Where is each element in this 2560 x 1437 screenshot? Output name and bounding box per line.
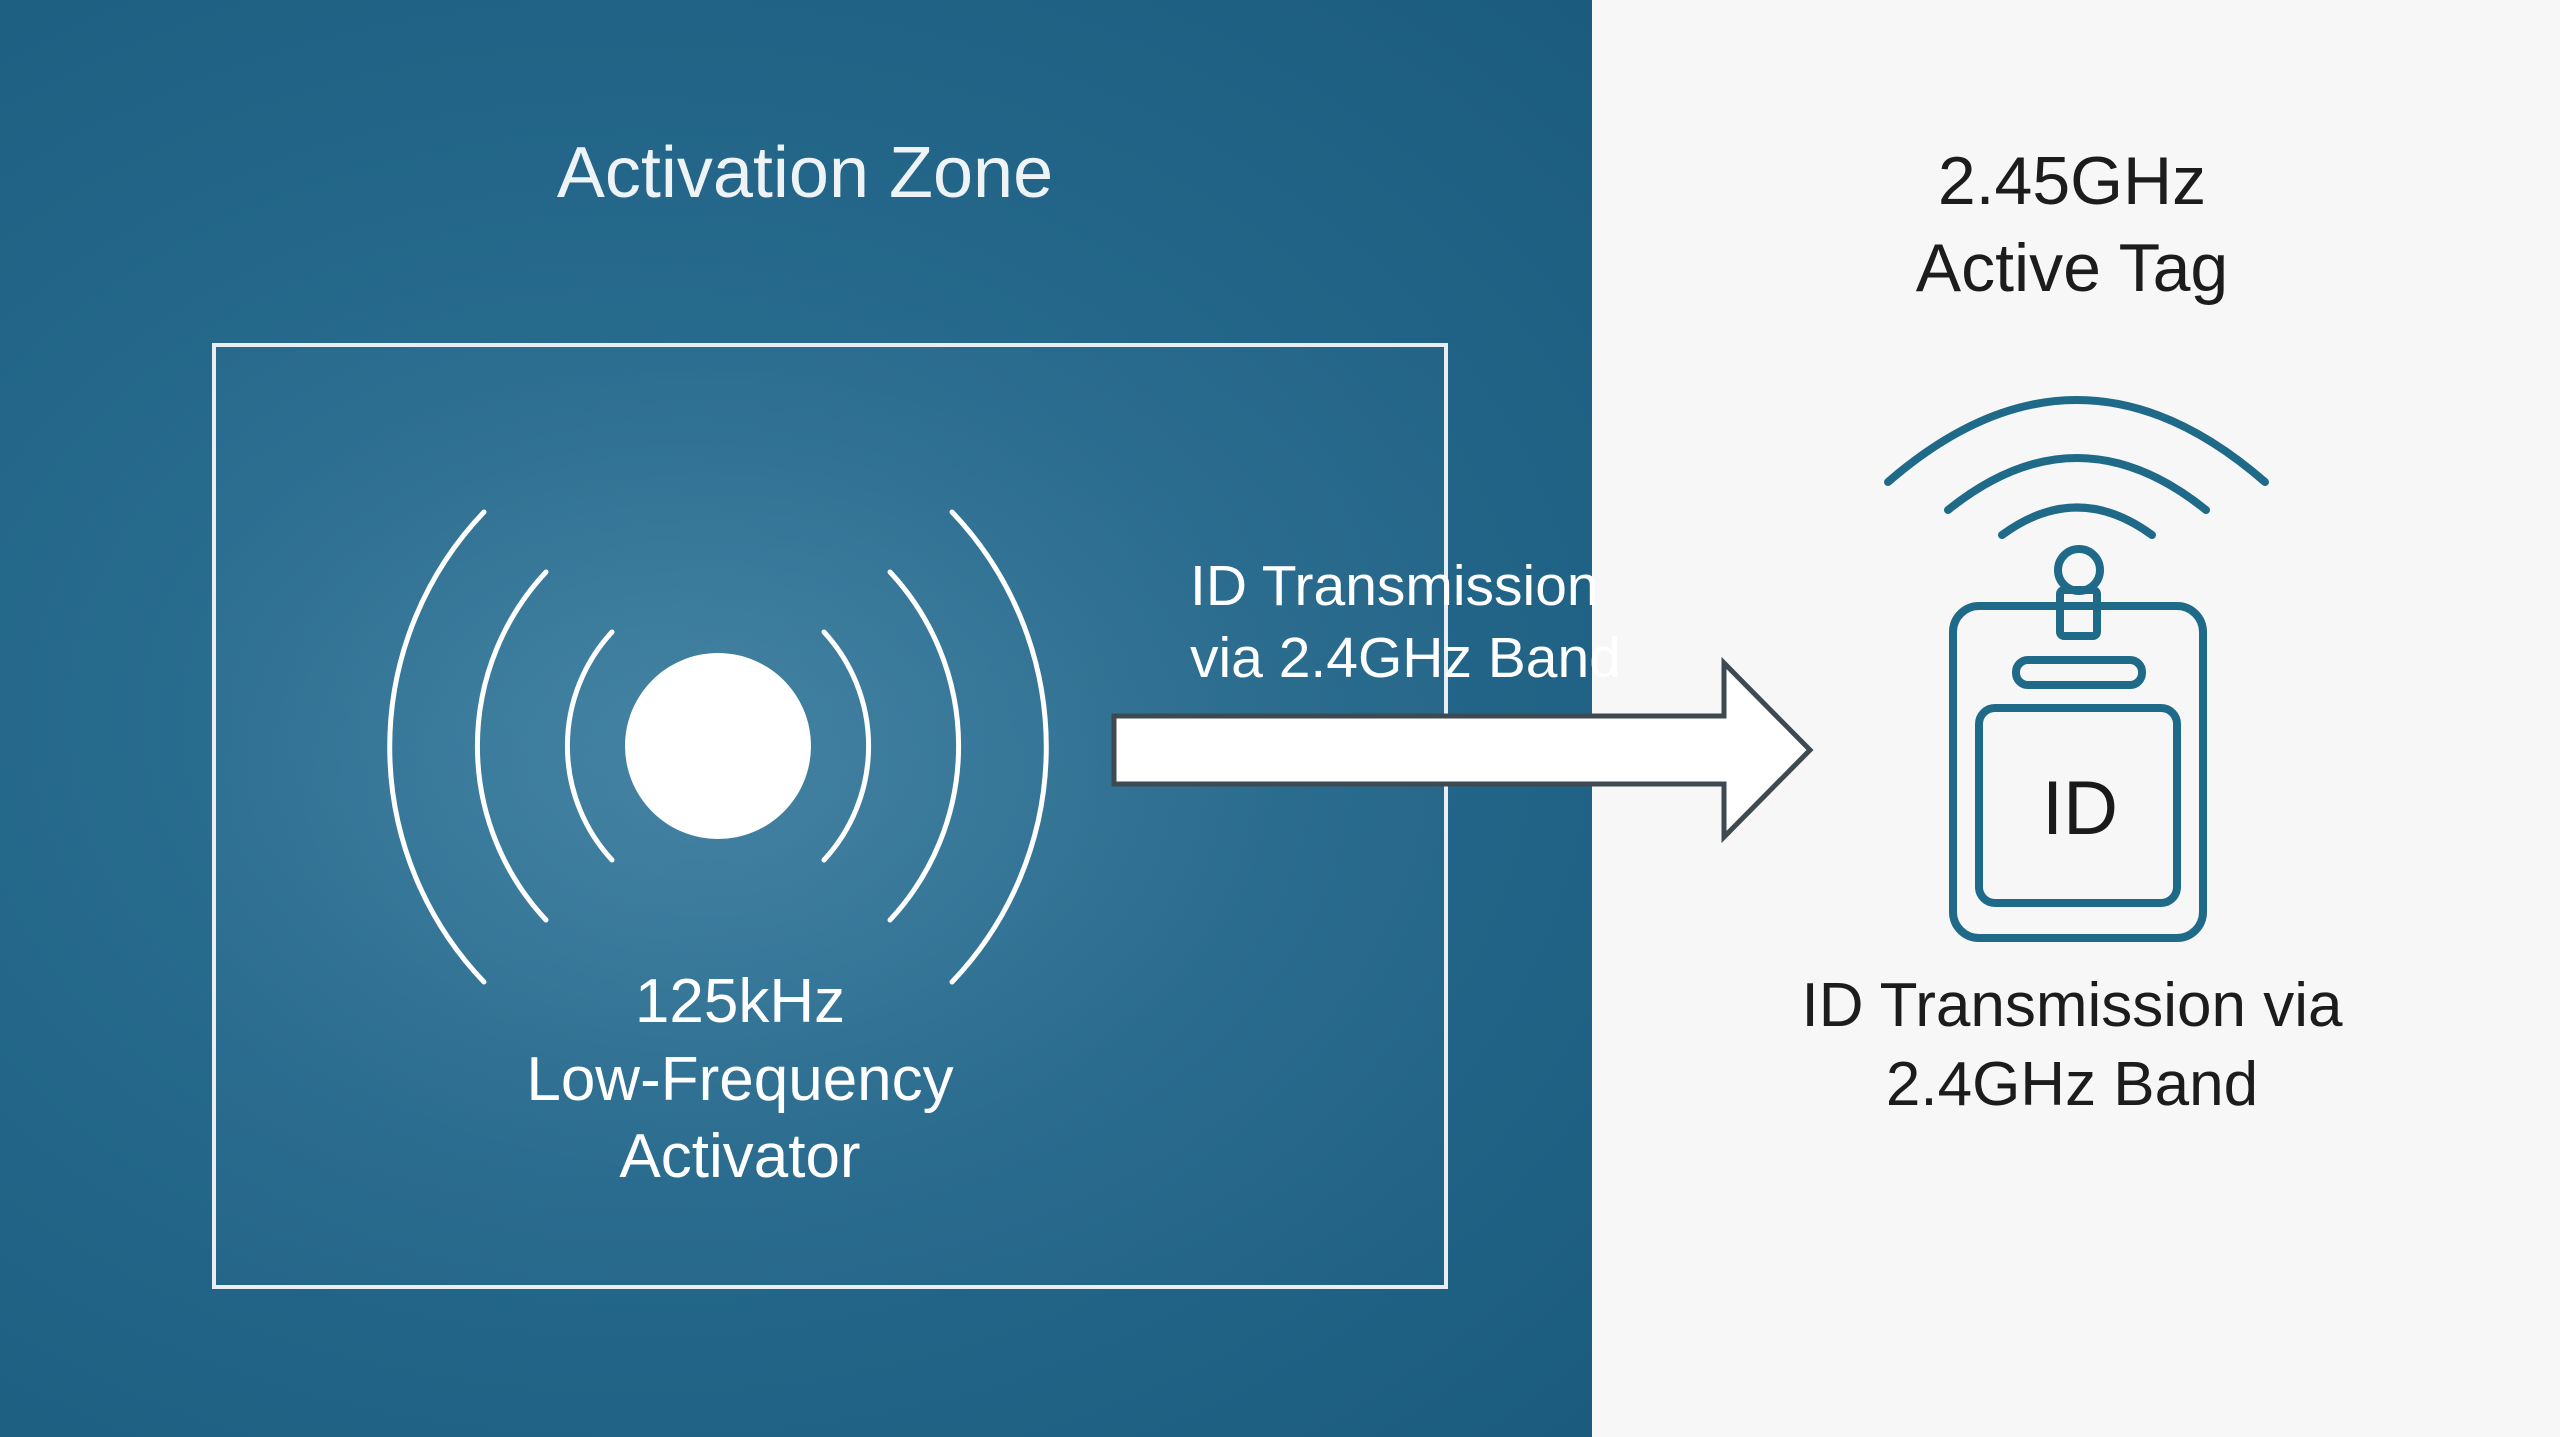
activator-label-line: Activator [619, 1122, 861, 1191]
active-tag-title-line: 2.45GHz [1937, 143, 2207, 219]
wave-right-inner [821, 629, 872, 863]
wave-left-middle [474, 569, 549, 923]
badge-body [1949, 602, 2207, 942]
wave-left-inner [564, 629, 615, 863]
emitter-core [625, 653, 811, 839]
id-badge-icon [1949, 545, 2207, 942]
activator-label: 125kHz Low-Frequency Activator [430, 963, 1050, 1196]
badge-clip [2056, 586, 2101, 640]
activation-zone-title: Activation Zone [556, 133, 1054, 213]
activator-label-line: Low-Frequency [526, 1044, 954, 1114]
activation-zone-boundary [212, 343, 1448, 1289]
radio-wave-emitter-icon [387, 509, 1049, 985]
badge-card [1975, 704, 2181, 907]
active-tag-title: 2.45GHz Active Tag [1722, 138, 2422, 312]
arrow-label: ID Transmission via 2.4GHz Band [1190, 550, 1690, 695]
activator-label-line: 125kHz [634, 967, 846, 1036]
arrow-label-line: via 2.4GHz Band [1190, 626, 1621, 691]
arrow-label-line: ID Transmission [1190, 554, 1599, 618]
badge-id-text: ID [2042, 766, 2118, 851]
transmission-arrow [1111, 656, 1814, 844]
badge-slot [2012, 656, 2146, 689]
wave-right-middle [887, 569, 962, 923]
wave-right-outer [949, 509, 1049, 985]
tag-transmission-label: ID Transmission via 2.4GHz Band [1700, 967, 2444, 1124]
wave-left-outer [387, 509, 487, 985]
tag-label-line: ID Transmission via [1801, 971, 2343, 1040]
badge-clip-knob [2054, 545, 2104, 595]
active-tag-title-line: Active Tag [1915, 230, 2229, 307]
wifi-signal-icon [1884, 396, 2269, 539]
tag-label-line: 2.4GHz Band [1885, 1049, 2259, 1119]
